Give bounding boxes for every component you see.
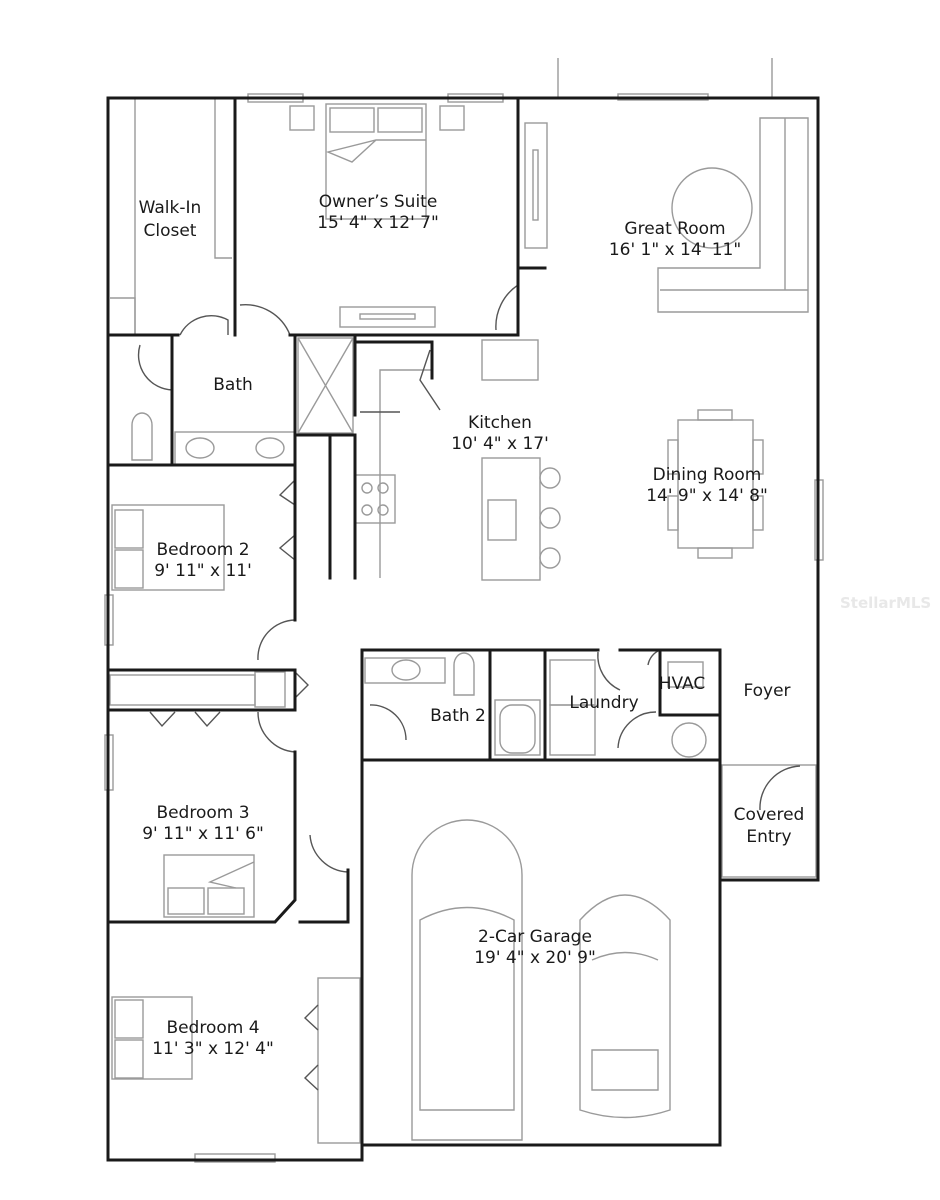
garage-label: 2-Car Garage — [478, 927, 592, 947]
laundry-label: Laundry — [569, 693, 638, 713]
covered-entry-label-2: Entry — [746, 827, 791, 847]
kitchen-label: Kitchen — [468, 413, 532, 433]
van — [411, 819, 523, 1141]
room-labels: Walk-In Closet Owner’s Suite 15' 4" x 12… — [139, 192, 805, 1059]
covered-entry-label: Covered — [734, 805, 805, 825]
owners-suite-dims: 15' 4" x 12' 7" — [317, 213, 439, 233]
walk-in-closet-label-2: Closet — [144, 221, 197, 241]
hvac-label: HVAC — [659, 674, 706, 694]
bed-owner — [325, 103, 427, 220]
watermark: StellarMLS — [840, 594, 931, 612]
dining-room-label: Dining Room — [653, 465, 762, 485]
bath-2-label: Bath 2 — [430, 706, 486, 726]
bed-4 — [111, 996, 193, 1080]
foyer-label: Foyer — [743, 681, 790, 701]
bed-3 — [163, 854, 255, 918]
bedroom-4-dims: 11' 3" x 12' 4" — [152, 1039, 274, 1059]
walls — [106, 96, 820, 1162]
walk-in-closet-label: Walk-In — [139, 198, 202, 218]
car — [579, 894, 671, 1119]
bedroom-3-label: Bedroom 3 — [156, 803, 249, 823]
great-room-label: Great Room — [624, 219, 725, 239]
doors — [137, 284, 801, 1091]
kitchen-dims: 10' 4" x 17' — [451, 434, 549, 454]
bed-2 — [111, 504, 225, 591]
owners-suite-label: Owner’s Suite — [319, 192, 438, 212]
bedroom-4-label: Bedroom 4 — [166, 1018, 259, 1038]
bath-label: Bath — [213, 375, 253, 395]
bedroom-3-dims: 9' 11" x 11' 6" — [142, 824, 264, 844]
dining-room-dims: 14' 9" x 14' 8" — [646, 486, 768, 506]
bedroom-2-label: Bedroom 2 — [156, 540, 249, 560]
kitchen-island — [481, 457, 541, 581]
bedroom-2-dims: 9' 11" x 11' — [154, 561, 252, 581]
sofa — [657, 117, 809, 313]
great-room-dims: 16' 1" x 14' 11" — [609, 240, 741, 260]
garage-dims: 19' 4" x 20' 9" — [474, 948, 596, 968]
